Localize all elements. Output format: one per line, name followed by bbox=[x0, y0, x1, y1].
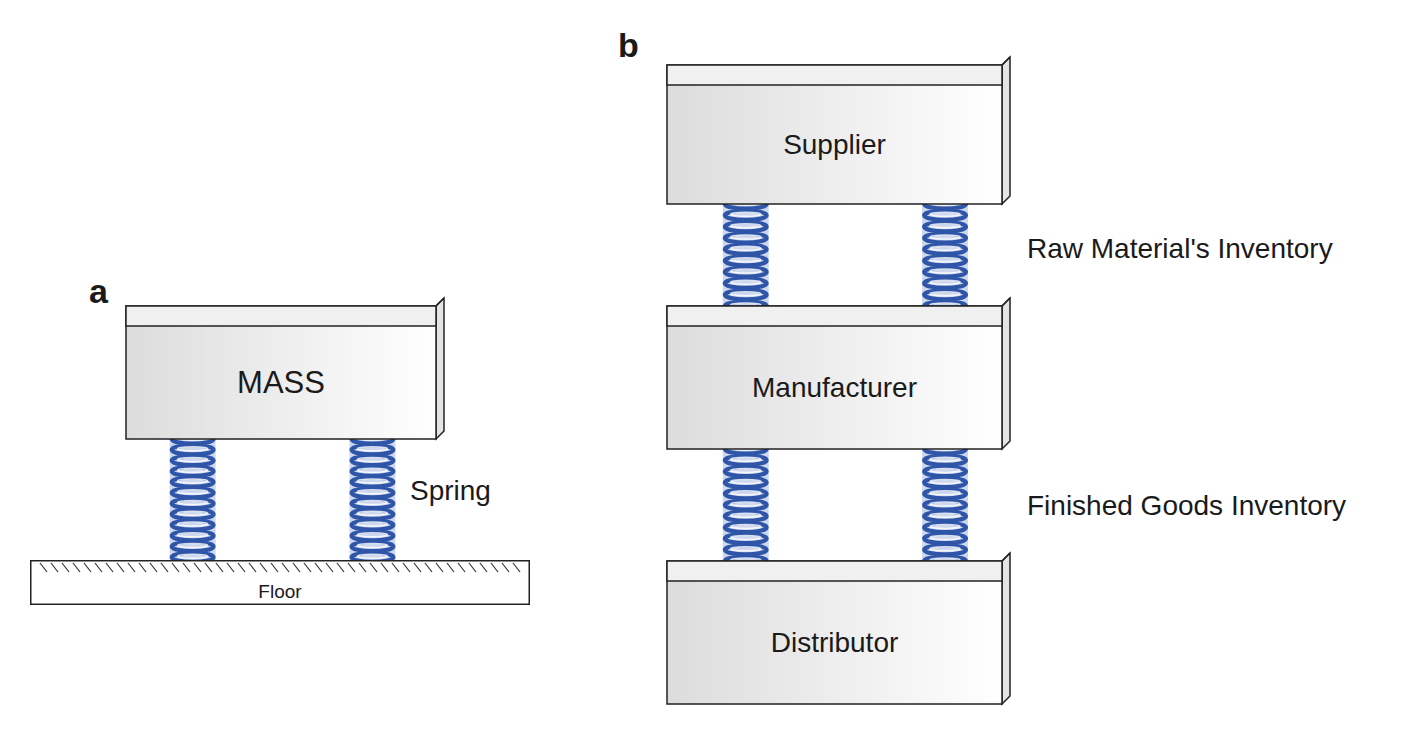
inventory-label: Finished Goods Inventory bbox=[1027, 490, 1346, 522]
mass-block: MASS bbox=[126, 298, 444, 439]
distributor-block: Distributor bbox=[667, 553, 1010, 704]
inventory-label: Raw Material's Inventory bbox=[1027, 233, 1333, 265]
supplier-block: Supplier bbox=[667, 57, 1010, 204]
manufacturer-block: Manufacturer bbox=[667, 298, 1010, 449]
node-title: Floor bbox=[30, 581, 530, 604]
node-title: Supplier bbox=[667, 128, 1002, 162]
coil-spring bbox=[170, 435, 216, 573]
panel-letter: b bbox=[618, 26, 639, 65]
node-title: Distributor bbox=[667, 626, 1002, 660]
coil-spring bbox=[723, 445, 769, 566]
node-title: Manufacturer bbox=[667, 371, 1002, 405]
coil-spring bbox=[723, 200, 769, 311]
floor-base: Floor bbox=[30, 560, 530, 605]
node-title: MASS bbox=[126, 364, 436, 401]
coil-spring bbox=[922, 445, 968, 566]
coil-spring bbox=[349, 435, 395, 573]
spring-label: Spring bbox=[410, 475, 491, 507]
coil-spring bbox=[922, 200, 968, 311]
panel-letter: a bbox=[89, 272, 108, 311]
